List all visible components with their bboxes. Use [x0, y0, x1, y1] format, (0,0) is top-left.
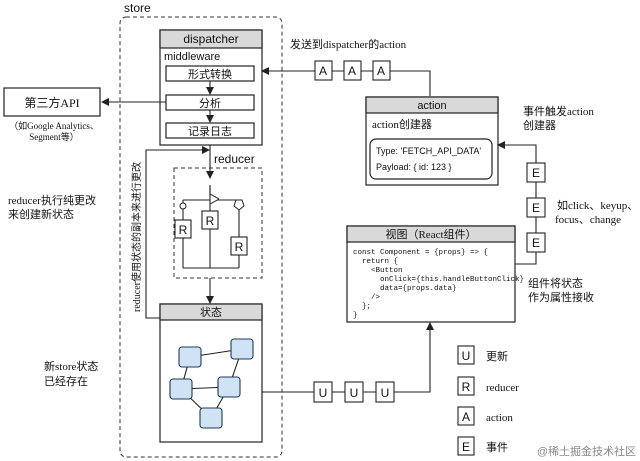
action-flow-chip-3: A [377, 64, 385, 78]
view-title: 视图（React组件） [385, 227, 476, 241]
action-flow-chip-2: A [348, 64, 356, 78]
update-chip-2: U [350, 386, 359, 400]
event-chip-3: E [532, 236, 540, 250]
legend-chip-reducer: R [462, 380, 471, 394]
reducer-node-3: R [235, 240, 244, 254]
action-title: action [417, 100, 446, 112]
middleware-step-convert: 形式转换 [188, 67, 232, 81]
legend-label-action: action [486, 412, 513, 424]
legend-chip-action: A [462, 410, 470, 424]
action-type-line: Type: 'FETCH_API_DATA' [376, 146, 481, 156]
third-party-note-2: Segment等） [29, 131, 79, 142]
reducer-node-1: R [179, 223, 188, 237]
event-chip-1: E [532, 166, 540, 180]
event-trigger-note-1: 事件触发action [523, 104, 594, 118]
state-title: 状态 [200, 305, 222, 319]
view-box: 视图（React组件） const Component = {props} =>… [346, 225, 524, 323]
middleware-step-analyze: 分析 [199, 96, 221, 110]
view-code-line-3: <Button [353, 267, 403, 275]
legend-label-update: 更新 [486, 349, 508, 363]
legend-label-event: 事件 [486, 441, 508, 454]
view-code-line-7: }; [353, 303, 371, 311]
view-code-line-6: /> [353, 294, 381, 302]
event-chip-2: E [532, 201, 540, 215]
new-state-note-1: 新store状态 [44, 359, 98, 373]
reducer-box: R R R [173, 167, 263, 279]
action-flow-label: 发送到dispatcher的action [290, 37, 407, 51]
legend: U 更新 R reducer A action E 事件 [457, 345, 519, 456]
pure-change-note-1: reducer执行纯更改 [8, 193, 96, 207]
update-chip-3: U [381, 386, 390, 400]
new-state-note-2: 已经存在 [44, 374, 88, 388]
watermark: @稀土掘金技术社区 [537, 444, 636, 458]
third-party-note-1: （如Google Analytics、 [9, 120, 99, 131]
action-payload-line: Payload: { id: 123 } [376, 162, 452, 172]
third-party-api: 第三方API （如Google Analytics、 Segment等） [3, 87, 166, 142]
event-examples-note-2: focus、change [555, 214, 621, 226]
action-flow-chip-1: A [319, 64, 327, 78]
event-examples-note-1: 如click、keyup、 [557, 198, 638, 212]
state-box: 状态 [159, 303, 263, 443]
reducer-label: reducer [214, 152, 255, 166]
legend-chip-event: E [462, 440, 470, 454]
view-code-line-1: const Component = {props} => { [353, 249, 488, 257]
props-note-1: 组件将状态 [528, 276, 583, 290]
middleware-label: middleware [164, 51, 220, 63]
event-trigger-note-2: 创建器 [523, 118, 556, 132]
third-party-title: 第三方API [24, 95, 79, 110]
dispatcher-title: dispatcher [183, 32, 238, 46]
view-code-line-2: return { [353, 258, 398, 266]
legend-chip-update: U [462, 349, 471, 363]
state-copy-note: reducer使用状态的副本来进行更改 [130, 162, 143, 312]
middleware-step-log: 记录日志 [188, 125, 232, 138]
store-container: store [119, 1, 283, 458]
view-code-line-5: data={props.data} [353, 285, 457, 293]
reducer-node-2: R [206, 214, 215, 228]
action-creator-label: action创建器 [372, 117, 432, 131]
props-note-2: 作为属性接收 [528, 290, 594, 304]
action-box: action action创建器 Type: 'FETCH_API_DATA' … [365, 96, 499, 186]
pure-change-note-2: 来创建新状态 [8, 207, 74, 221]
view-code-line-4: onClick={this.handleButtonClick} [353, 276, 524, 284]
view-code-line-8: } [353, 312, 358, 320]
dispatcher-box: dispatcher middleware 形式转换 分析 记录日志 [159, 29, 263, 146]
update-chip-1: U [319, 386, 328, 400]
store-label: store [124, 1, 151, 15]
legend-label-reducer: reducer [486, 382, 519, 394]
